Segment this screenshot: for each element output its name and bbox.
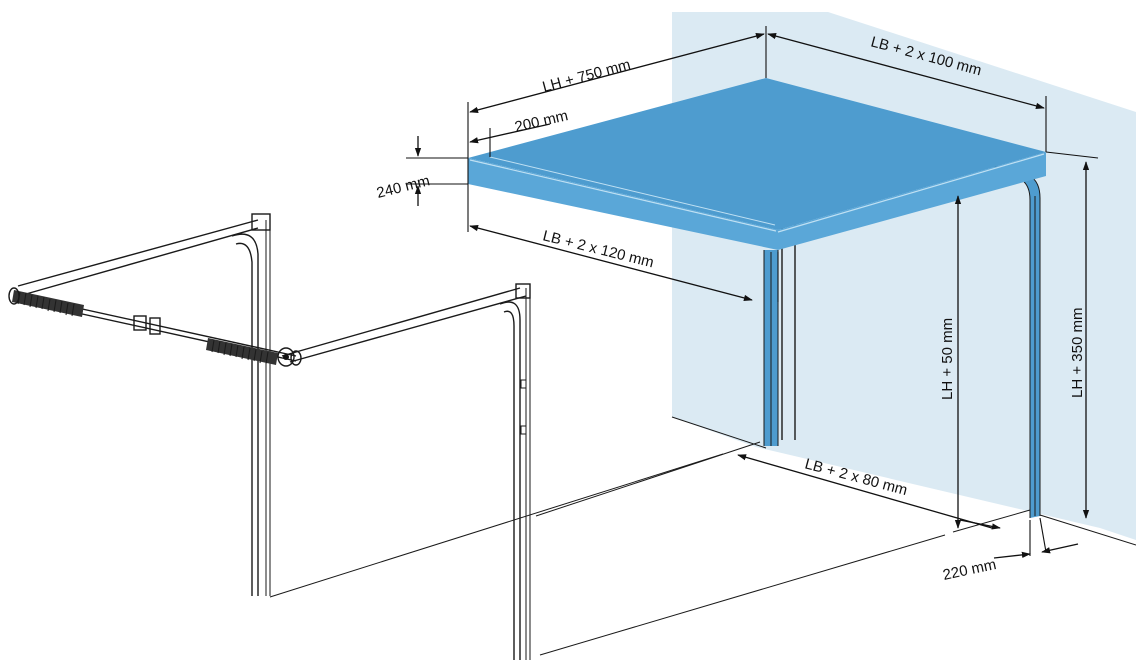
label-200: 200 mm bbox=[513, 107, 570, 136]
vertical-track-left bbox=[763, 250, 779, 446]
label-lh-50: LH + 50 mm bbox=[939, 318, 956, 400]
torsion-spring-right bbox=[206, 338, 278, 365]
label-lh-350: LH + 350 mm bbox=[1069, 308, 1086, 398]
dimension-lines bbox=[406, 26, 1099, 559]
label-lh-750: LH + 750 mm bbox=[541, 56, 633, 96]
torsion-spring-left bbox=[12, 290, 84, 317]
floor-lines bbox=[269, 416, 1136, 656]
label-220: 220 mm bbox=[941, 556, 998, 584]
garage-door bbox=[8, 213, 531, 660]
label-240: 240 mm bbox=[375, 172, 432, 202]
